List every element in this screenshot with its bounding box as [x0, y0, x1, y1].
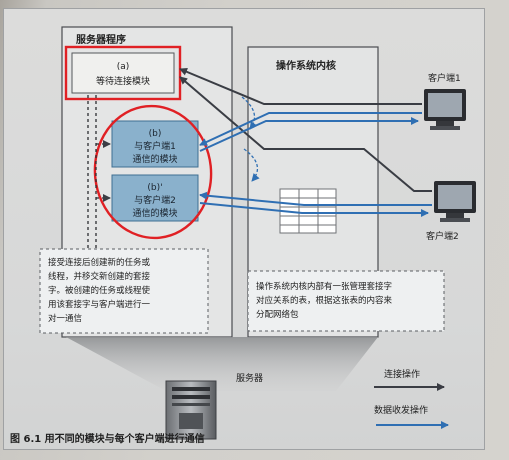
note-left-line: 对一通信 [48, 313, 83, 324]
diagram-canvas: 服务器程序 操作系统内核 (a) 等待连接模块 [10, 26, 476, 445]
module-b2-tag: (b)' [147, 183, 162, 193]
module-b2-line2: 通信的模块 [132, 207, 177, 219]
note-left-line: 接受连接后创建新的任务或 [48, 257, 151, 268]
data-arrow-client1-in [199, 112, 422, 146]
module-b2-line1: 与客户端2 [134, 194, 176, 206]
server-program-title: 服务器程序 [76, 33, 126, 46]
note-left-line: 线程，并移交新创建的套接 [48, 271, 151, 282]
module-b1-tag: (b) [149, 129, 162, 139]
client1-monitor-icon [424, 89, 466, 130]
figure-panel: 服务器程序 操作系统内核 (a) 等待连接模块 [3, 8, 485, 450]
server-label: 服务器 [236, 372, 263, 384]
data-arrow-client2-in [199, 191, 432, 206]
data-arrow-client2-out [199, 202, 429, 217]
legend: 连接操作 数据收发操作 [374, 368, 449, 429]
kernel-curve-1 [241, 96, 258, 130]
note-right-line: 对应关系的表，根据这张表的内容来 [256, 295, 393, 306]
legend-connect-label: 连接操作 [384, 368, 420, 380]
connect-arrow-client1 [179, 68, 422, 105]
note-left-line: 字。被创建的任务或线程使 [48, 285, 151, 296]
kernel-curve-2 [243, 148, 260, 182]
connect-arrow-client2 [179, 76, 432, 192]
kernel-title: 操作系统内核 [276, 59, 336, 72]
wait-connection-module: (a) 等待连接模块 [71, 52, 175, 94]
figure-caption: 图 6.1 用不同的模块与每个客户端进行通信 [10, 432, 205, 445]
client1-module: (b) 与客户端1 通信的模块 [111, 120, 199, 168]
client2-module: (b)' 与客户端2 通信的模块 [111, 174, 199, 222]
wait-module-tag: (a) [117, 62, 130, 72]
note-right-line: 分配网络包 [256, 309, 299, 320]
data-arrow-client1-out [199, 117, 419, 152]
note-right-line: 操作系统内核内部有一张管理套接字 [256, 281, 392, 292]
client2-monitor-icon [434, 181, 476, 222]
client2-label: 客户端2 [426, 230, 459, 242]
legend-data-label: 数据收发操作 [374, 404, 428, 416]
server-tower-icon [165, 380, 217, 440]
note-left-line: 用该套接字与客户端进行一 [48, 299, 151, 310]
server-shadow [66, 337, 378, 391]
note-left: 接受连接后创建新的任务或 线程，并移交新创建的套接 字。被创建的任务或线程使 用… [39, 248, 209, 334]
client1-label: 客户端1 [428, 72, 461, 84]
module-b1-line1: 与客户端1 [134, 140, 176, 152]
wait-module-label: 等待连接模块 [96, 75, 150, 87]
module-b1-line2: 通信的模块 [132, 153, 177, 165]
note-right: 操作系统内核内部有一张管理套接字 对应关系的表，根据这张表的内容来 分配网络包 [247, 270, 445, 332]
highlight-circle [93, 104, 213, 240]
